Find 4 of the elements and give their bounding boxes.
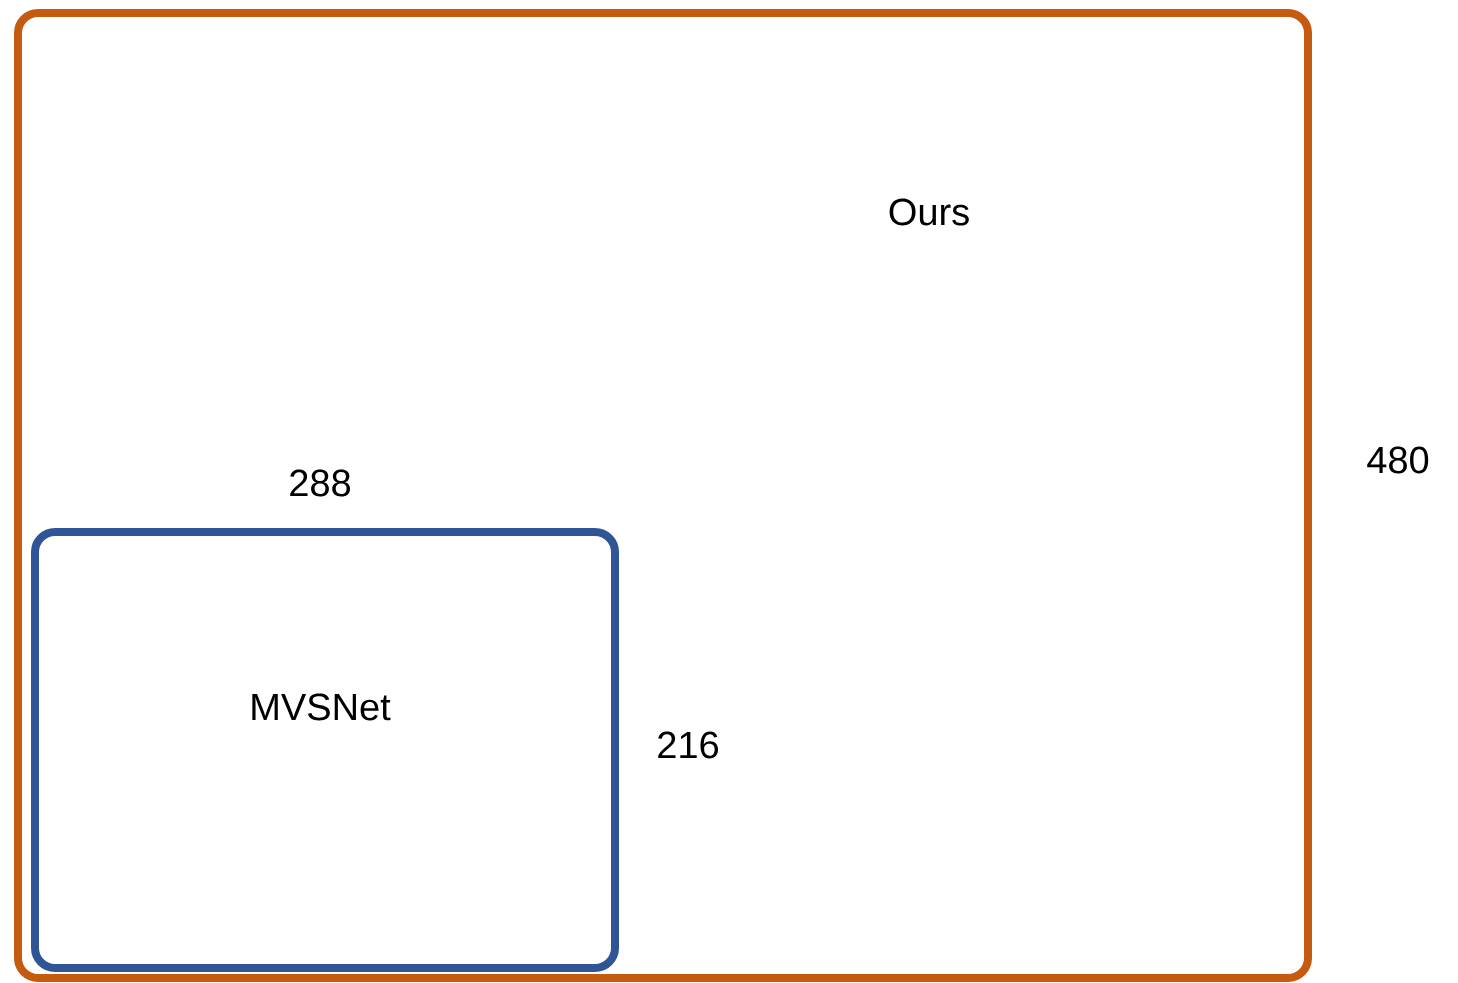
dimension-label: 480 — [1367, 446, 1429, 474]
dimension-label: 288 — [290, 469, 351, 497]
inner-box: MVSNet — [31, 528, 619, 972]
dimension-label: 216 — [658, 731, 718, 759]
